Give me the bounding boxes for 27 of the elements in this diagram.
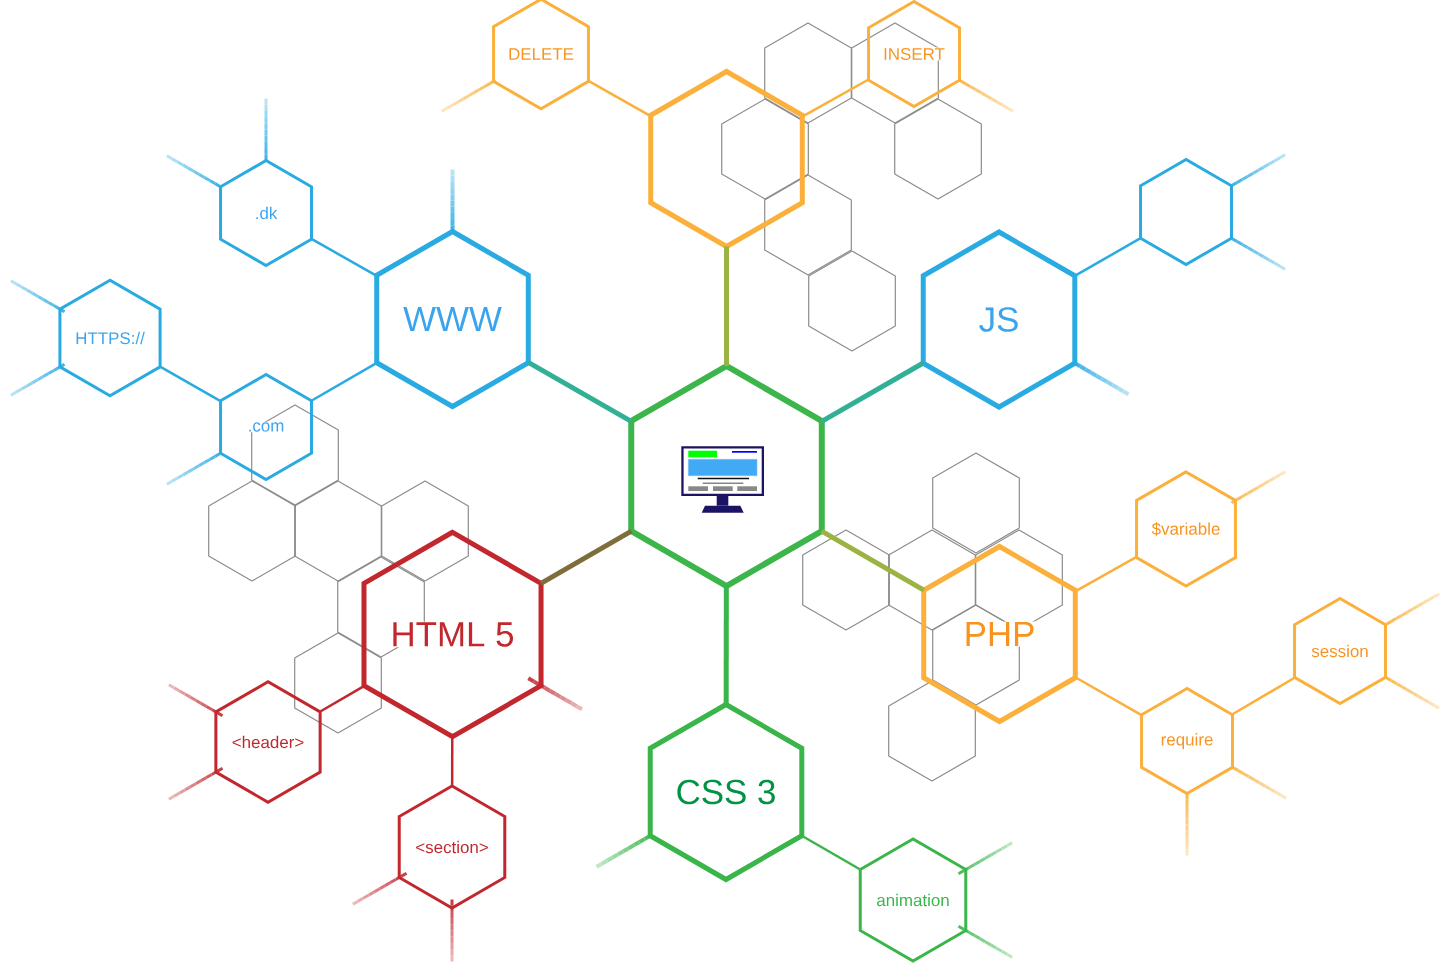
connector-line <box>450 736 454 787</box>
connector-line <box>724 246 729 366</box>
hexagon: $variable <box>1135 470 1237 588</box>
hexagon: HTTPS:// <box>58 278 162 398</box>
connector-line <box>723 585 729 705</box>
connector-line <box>1074 555 1138 593</box>
hexagon: <header> <box>214 680 322 804</box>
hexagon: INSERT <box>867 0 961 109</box>
hexagon: HTML 5 <box>361 529 544 740</box>
connector-line <box>310 361 378 402</box>
connector-line <box>820 360 925 424</box>
connector-line <box>310 237 378 277</box>
hexagon: <section> <box>397 784 507 910</box>
hexagon: DELETE <box>492 0 590 111</box>
connector-line <box>319 684 365 713</box>
connector-line <box>1074 237 1142 278</box>
connector-line <box>1231 676 1296 716</box>
connector-line <box>539 528 633 586</box>
hexagon: JS <box>920 229 1078 410</box>
connector-line <box>527 360 633 424</box>
hexagon: animation <box>858 837 968 963</box>
connector-line <box>820 528 926 593</box>
connector-line <box>801 78 870 118</box>
connector-line <box>801 834 861 871</box>
connector-line <box>587 79 652 118</box>
connector-line <box>159 365 222 403</box>
connector-line <box>1074 676 1143 717</box>
